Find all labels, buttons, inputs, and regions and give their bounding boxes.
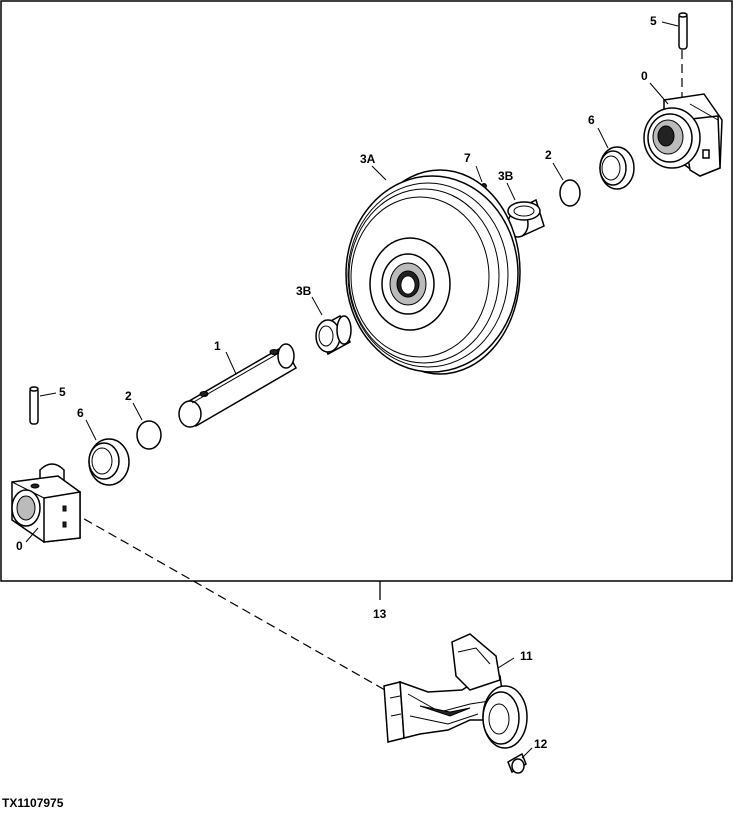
bracket — [383, 633, 528, 749]
callout-pin-right: 5 — [650, 14, 657, 28]
pin-left — [29, 386, 39, 425]
housing-right — [643, 93, 723, 177]
callout-assembly: 13 — [373, 607, 387, 621]
callout-shaft: 1 — [214, 339, 221, 353]
callout-bolt: 12 — [534, 737, 548, 751]
oring-right — [559, 179, 581, 207]
callout-plug: 7 — [464, 151, 471, 165]
figure-id: TX1107975 — [2, 796, 64, 810]
bushing-left — [315, 314, 352, 356]
oring-left — [136, 420, 162, 450]
callout-bushing-left: 3B — [296, 284, 312, 298]
alignment-line-bracket — [71, 511, 386, 691]
housing-left — [11, 463, 81, 543]
bushing-right — [507, 198, 545, 238]
assembly-frame — [0, 0, 733, 582]
callout-seal-left: 6 — [77, 406, 84, 420]
callout-bushing-right: 3B — [498, 169, 514, 183]
seal-right — [599, 146, 635, 190]
idler-wheel — [345, 169, 521, 375]
shaft — [178, 343, 298, 428]
bolt — [507, 752, 527, 774]
seal-left — [88, 438, 130, 486]
callout-idler-wheel: 3A — [360, 152, 376, 166]
callout-housing-right: 0 — [641, 69, 648, 83]
callout-housing-left: 0 — [16, 539, 23, 553]
callout-bracket: 11 — [520, 649, 533, 663]
callout-pin-left: 5 — [59, 385, 66, 399]
callout-oring-left: 2 — [125, 389, 132, 403]
pin-right — [678, 12, 688, 50]
callout-seal-right: 6 — [588, 113, 595, 127]
callout-oring-right: 2 — [545, 148, 552, 162]
